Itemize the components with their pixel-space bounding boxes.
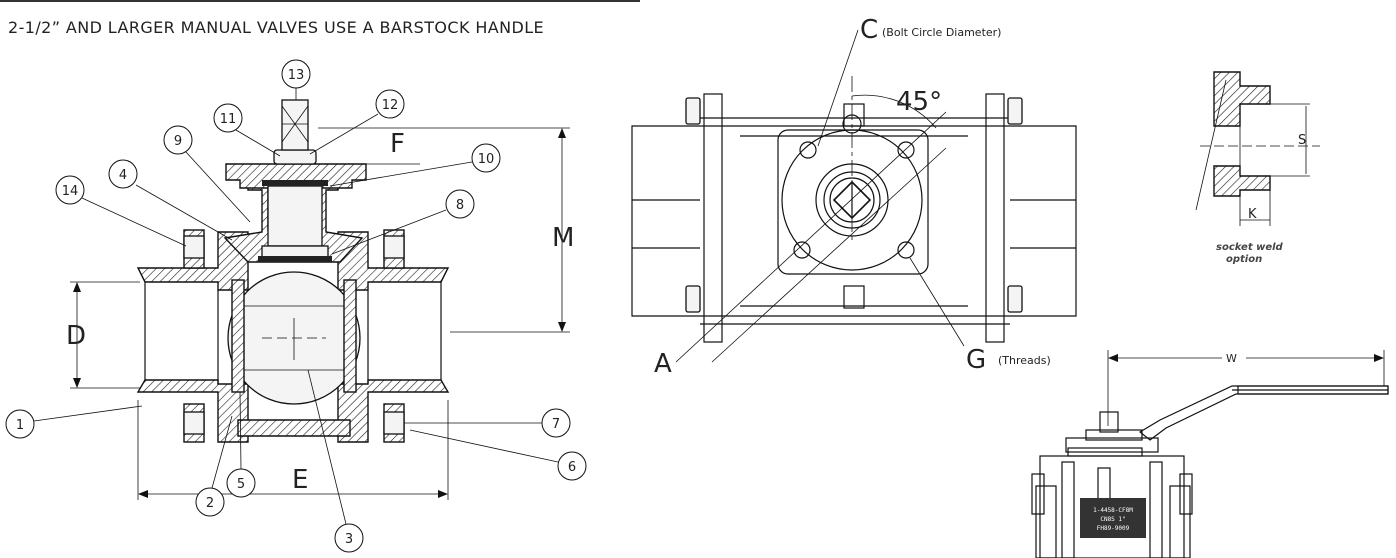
bolt-circle-note: (Bolt Circle Diameter) bbox=[882, 26, 1001, 39]
callout-1: 1 bbox=[5, 405, 143, 439]
svg-text:8: 8 bbox=[456, 198, 464, 213]
callout-10: 10 bbox=[329, 143, 501, 187]
tag-line-1: 1-4458-CF8M bbox=[1093, 507, 1133, 514]
svg-text:6: 6 bbox=[568, 460, 576, 475]
handle-view: W 1-4458-CF8M CN8S 1" FH89-9009 bbox=[1031, 348, 1389, 558]
callout-6: 6 bbox=[409, 429, 587, 481]
callout-5: 5 bbox=[226, 391, 256, 498]
socket-weld-caption: socket weld bbox=[1216, 242, 1284, 253]
svg-text:14: 14 bbox=[62, 184, 79, 199]
dim-label-f: F bbox=[390, 129, 405, 159]
socket-weld-detail: S K socket weld option bbox=[1195, 71, 1320, 265]
svg-text:9: 9 bbox=[174, 134, 182, 149]
callout-7: 7 bbox=[404, 408, 571, 438]
svg-text:2: 2 bbox=[206, 496, 214, 511]
svg-text:4: 4 bbox=[119, 168, 127, 183]
dim-label-m: M bbox=[552, 223, 574, 253]
svg-text:12: 12 bbox=[382, 98, 399, 113]
section-view: D E F M 1 2 3 bbox=[5, 59, 587, 553]
dim-label-w: W bbox=[1226, 352, 1237, 365]
callout-8: 8 bbox=[331, 189, 475, 255]
callout-13: 13 bbox=[281, 59, 311, 100]
callout-12: 12 bbox=[309, 89, 405, 155]
callout-3: 3 bbox=[307, 369, 364, 553]
threads-note: (Threads) bbox=[998, 354, 1051, 367]
header-title: 2-1/2” AND LARGER MANUAL VALVES USE A BA… bbox=[8, 18, 545, 37]
bolt-circle-letter: C bbox=[860, 15, 878, 45]
svg-text:10: 10 bbox=[478, 152, 495, 167]
callout-9: 9 bbox=[163, 125, 251, 223]
svg-text:7: 7 bbox=[552, 417, 560, 432]
svg-text:3: 3 bbox=[345, 532, 353, 547]
letter-a: A bbox=[654, 349, 672, 379]
tag-line-3: FH89-9009 bbox=[1097, 525, 1130, 532]
svg-text:5: 5 bbox=[237, 477, 245, 492]
threads-letter: G bbox=[966, 345, 986, 375]
header-rule bbox=[0, 0, 640, 2]
dim-label-d: D bbox=[66, 321, 86, 351]
tag-line-2: CN8S 1" bbox=[1100, 516, 1125, 523]
callout-11: 11 bbox=[213, 103, 281, 157]
dim-label-s: S bbox=[1298, 133, 1306, 148]
socket-weld-caption-option: option bbox=[1226, 254, 1262, 265]
angle-label: 45° bbox=[896, 87, 942, 117]
callout-4: 4 bbox=[108, 159, 233, 241]
svg-text:13: 13 bbox=[288, 68, 305, 83]
svg-text:1: 1 bbox=[16, 418, 24, 433]
dim-label-e: E bbox=[292, 465, 308, 495]
mounting-view: 45° C (Bolt Circle Diameter) A G (Thread… bbox=[631, 15, 1077, 379]
svg-text:11: 11 bbox=[220, 112, 237, 127]
dim-label-k: K bbox=[1248, 207, 1257, 222]
callout-14: 14 bbox=[55, 175, 187, 247]
callout-2: 2 bbox=[195, 415, 233, 517]
